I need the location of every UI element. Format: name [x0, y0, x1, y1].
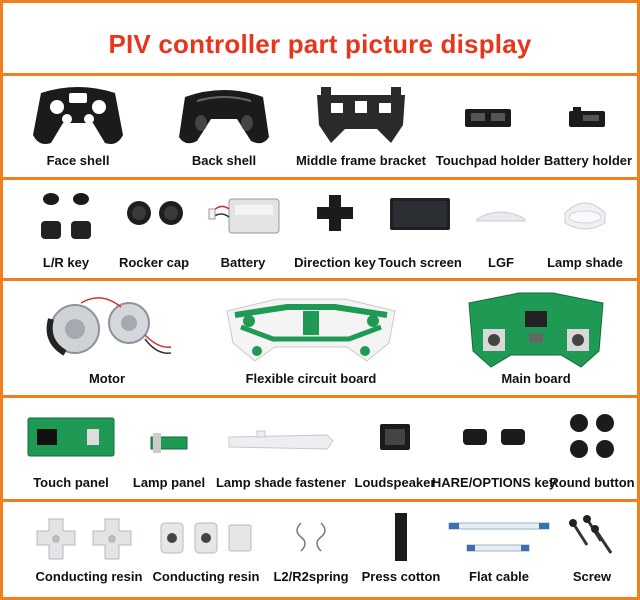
part-lamp-shade: Lamp shade: [545, 183, 625, 275]
part-screw: Screw: [555, 505, 629, 593]
part-lamp-panel: Lamp panel: [133, 401, 205, 495]
lgf-icon: [476, 211, 526, 222]
lamp-fastener-icon: [228, 430, 334, 450]
flat-cable-icon: [448, 522, 550, 552]
spring-icon: [296, 522, 326, 552]
part-options-key: HARE/OPTIONS key: [432, 401, 556, 495]
lamp-panel-icon: [150, 433, 188, 453]
battery-holder-icon: [569, 107, 605, 127]
direction-key-icon: [317, 195, 353, 231]
part-conducting-resin: Conducting resin: [29, 505, 149, 593]
face-shell-icon: [33, 87, 123, 144]
part-flat-cable: Flat cable: [443, 505, 555, 593]
part-back-shell: Back shell: [169, 79, 279, 173]
part-label: LGF: [488, 255, 514, 270]
battery-icon: [208, 198, 280, 234]
part-label: Motor: [88, 371, 126, 386]
part-lamp-fastener: Lamp shade fastener: [216, 401, 346, 495]
middle-frame-icon: [317, 87, 405, 143]
part-direction-key: Direction key: [294, 183, 376, 275]
main-board-icon: [468, 292, 604, 368]
part-label: Lamp shade: [547, 255, 623, 270]
rocker-cap-icon: [127, 201, 183, 225]
part-label: Loudspeaker: [354, 475, 436, 490]
part-touch-screen: Touch screen: [378, 183, 462, 275]
part-touchpad-holder: Touchpad holder: [436, 79, 540, 173]
part-conducting-resin-pads: Conducting resin: [153, 505, 259, 593]
part-label: Rocker cap: [118, 255, 190, 270]
row-divider: [3, 395, 637, 398]
part-main-board: Main board: [459, 285, 613, 391]
part-label: HARE/OPTIONS key: [431, 475, 557, 490]
row-divider: [3, 73, 637, 76]
part-label: Back shell: [191, 153, 257, 168]
part-label: Touch panel: [33, 475, 109, 490]
press-cotton-icon: [395, 513, 407, 561]
touch-panel-icon: [27, 417, 115, 457]
screw-icon: [569, 515, 613, 554]
part-label: Screw: [572, 569, 612, 584]
touchpad-holder-icon: [465, 109, 511, 127]
part-label: Battery: [220, 255, 266, 270]
part-label: Touchpad holder: [435, 153, 541, 168]
part-round-button: Round button: [549, 401, 635, 495]
part-loudspeaker: Loudspeaker: [355, 401, 435, 495]
row-divider: [3, 278, 637, 281]
lr-key-icon: [41, 193, 91, 239]
round-button-icon: [570, 414, 614, 458]
row-divider: [3, 177, 637, 180]
part-touch-panel: Touch panel: [23, 401, 119, 495]
part-lgf: LGF: [469, 183, 533, 275]
part-label: Middle frame bracket: [295, 153, 427, 168]
flexible-circuit-icon: [226, 298, 396, 362]
conducting-resin-pads-icon: [160, 522, 252, 554]
part-label: Face shell: [46, 153, 110, 168]
part-label: Direction key: [294, 255, 376, 270]
part-flexible-circuit: Flexible circuit board: [213, 285, 409, 391]
part-label: Flexible circuit board: [245, 371, 377, 386]
part-label: L/R key: [42, 255, 90, 270]
page-title: PIV controller part picture display: [108, 29, 532, 59]
part-battery-holder: Battery holder: [543, 79, 633, 173]
options-key-icon: [463, 429, 525, 445]
conducting-resin-icon: [36, 518, 132, 560]
part-press-cotton: Press cotton: [362, 505, 440, 593]
loudspeaker-icon: [380, 424, 410, 450]
row-divider: [3, 499, 637, 502]
touch-screen-icon: [390, 198, 450, 230]
part-rocker-cap: Rocker cap: [119, 183, 189, 275]
back-shell-icon: [179, 90, 269, 144]
part-label: Flat cable: [469, 569, 529, 584]
motor-icon: [46, 297, 172, 356]
part-lr-key: L/R key: [33, 183, 99, 275]
part-face-shell: Face shell: [23, 79, 133, 173]
part-label: Lamp panel: [132, 475, 206, 490]
part-label: Lamp shade fastener: [215, 475, 347, 490]
part-label: Main board: [501, 371, 571, 386]
part-label: L2/R2spring: [273, 569, 349, 584]
part-spring: L2/R2spring: [273, 505, 349, 593]
lamp-shade-icon: [564, 202, 606, 230]
part-label: Battery holder: [543, 153, 633, 168]
part-label: Conducting resin: [35, 569, 143, 584]
part-label: Touch screen: [378, 255, 462, 270]
part-battery: Battery: [207, 183, 280, 275]
part-label: Press cotton: [361, 569, 441, 584]
part-motor: Motor: [37, 285, 177, 391]
part-label: Conducting resin: [152, 569, 260, 584]
part-label: Round button: [549, 475, 635, 490]
part-middle-frame: Middle frame bracket: [296, 79, 426, 173]
